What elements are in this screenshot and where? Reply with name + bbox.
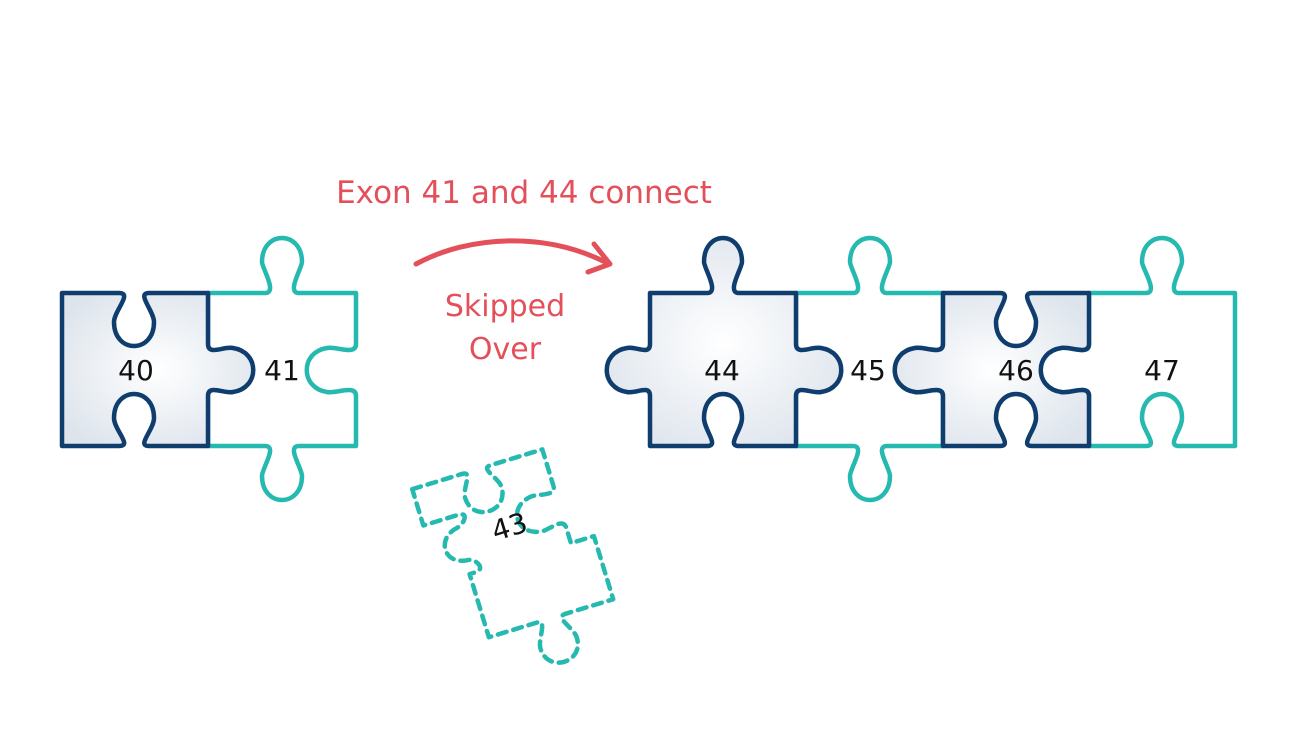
puzzle-piece-43 [409, 447, 616, 665]
piece-label-44: 44 [704, 354, 740, 387]
skipped-label-line1: Skipped [445, 289, 565, 324]
piece-label-45: 45 [850, 354, 886, 387]
piece-label-41: 41 [264, 354, 300, 387]
connect-annotation: Exon 41 and 44 connect [336, 175, 712, 211]
piece-label-46: 46 [998, 354, 1034, 387]
arrow-head-icon [585, 241, 613, 275]
puzzle-piece-44 [604, 235, 844, 449]
puzzle-piece-41 [205, 235, 359, 503]
piece-label-43: 43 [488, 506, 532, 548]
connect-arrow [413, 238, 608, 267]
puzzle-piece-40 [59, 290, 256, 449]
skipped-label-line2: Over [469, 332, 542, 367]
piece-label-47: 47 [1144, 354, 1180, 387]
puzzle-piece-46 [892, 290, 1092, 449]
puzzle-piece-43-group: 43 [409, 447, 616, 665]
piece-label-40: 40 [118, 354, 154, 387]
